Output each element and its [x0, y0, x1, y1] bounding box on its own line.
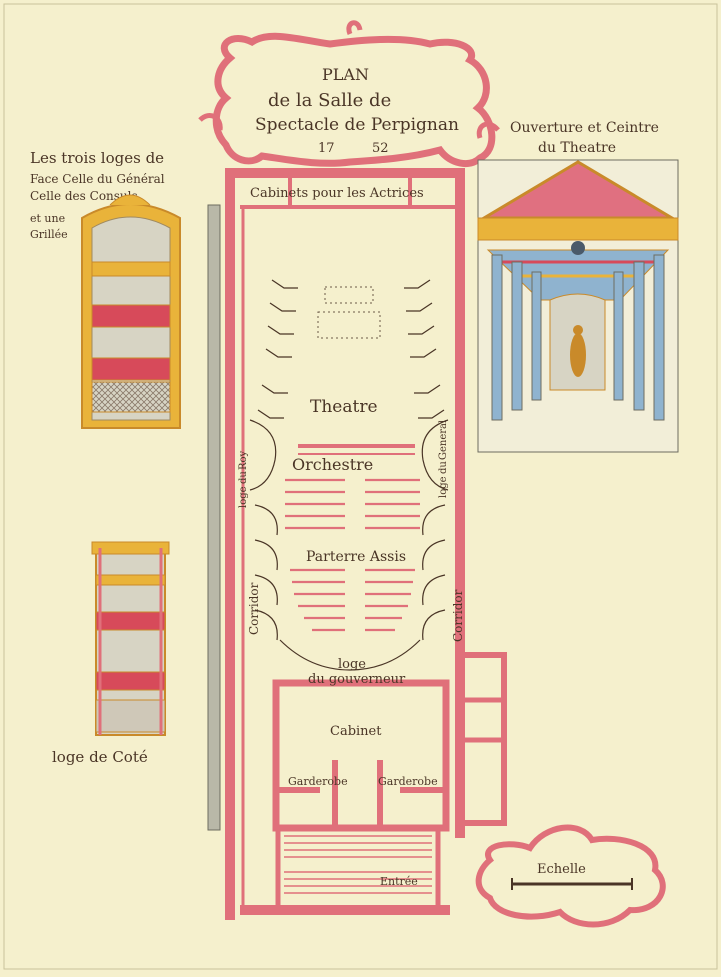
- label-garderobe-right: Garderobe: [378, 775, 438, 788]
- plan-walls: [207, 168, 507, 920]
- wing-flats: [257, 279, 445, 419]
- svg-text:General: General: [438, 420, 449, 460]
- loge-cote-elevation: loge de Coté: [52, 541, 170, 766]
- loges-face-line5: Grillée: [30, 228, 68, 241]
- label-entree: Entrée: [380, 875, 418, 888]
- wall-left: [225, 168, 235, 920]
- label-parterre: Parterre Assis: [306, 549, 406, 565]
- entrance-block: [275, 825, 441, 911]
- title-line-salle: de la Salle de: [268, 90, 391, 111]
- label-theatre: Theatre: [310, 397, 378, 417]
- loges-face-line1: Les trois loges de: [30, 149, 164, 167]
- loge-cote-label: loge de Coté: [52, 748, 148, 766]
- cartouche-frame: [212, 32, 496, 168]
- parterre-benches: [285, 478, 420, 632]
- wall-right: [455, 168, 465, 838]
- stage-trap-2: [317, 311, 381, 339]
- loges-face-line4: et une: [30, 212, 65, 225]
- title-cartouche: PLAN de la Salle de Spectacle de Perpign…: [198, 20, 500, 168]
- label-loge-roy: loge du Roy: [238, 450, 249, 508]
- title-line-perpignan: Spectacle de Perpignan: [255, 115, 459, 135]
- scale-cartouche: Echelle: [475, 824, 666, 928]
- label-cabinet: Cabinet: [330, 724, 382, 739]
- label-loge-gouverneur-1: loge: [338, 657, 366, 672]
- label-loge-gouverneur-2: du gouverneur: [308, 672, 406, 687]
- title-line-plan: PLAN: [322, 65, 369, 84]
- ouverture-elevation: Ouverture et Ceintre du Theatre: [477, 120, 679, 453]
- label-corridor-right: Corridor: [451, 589, 465, 642]
- ouverture-line1: Ouverture et Ceintre: [510, 120, 659, 136]
- label-loge-general: loge du General: [438, 420, 449, 498]
- wall-top: [225, 168, 463, 178]
- entrance-stairs: [284, 835, 432, 894]
- title-year-left: 17: [318, 141, 335, 156]
- svg-text:du: du: [238, 471, 249, 484]
- title-year-right: 52: [372, 141, 389, 156]
- ouverture-line2: du Theatre: [538, 140, 616, 156]
- cartouche-scrolls: [198, 20, 500, 139]
- paper-edge: [3, 3, 718, 970]
- loges-face-line2: Face Celle du Général: [30, 172, 165, 186]
- label-garderobe-left: Garderobe: [288, 775, 348, 788]
- stage-trap-1: [324, 286, 374, 304]
- outer-strip: [207, 204, 221, 831]
- loges-face-elevation: Les trois loges de Face Celle du Général…: [30, 149, 181, 429]
- label-orchestre: Orchestre: [292, 455, 373, 474]
- label-cabinets: Cabinets pour les Actrices: [250, 186, 424, 201]
- loges-face-line3: Celle des Consuls: [30, 189, 138, 203]
- svg-text:du: du: [438, 461, 449, 474]
- svg-text:Roy: Roy: [238, 450, 249, 470]
- svg-text:loge: loge: [238, 486, 249, 508]
- svg-text:loge: loge: [438, 476, 449, 498]
- scale-label: Echelle: [537, 862, 586, 877]
- label-corridor-left: Corridor: [247, 582, 261, 635]
- side-boxes: [249, 419, 449, 671]
